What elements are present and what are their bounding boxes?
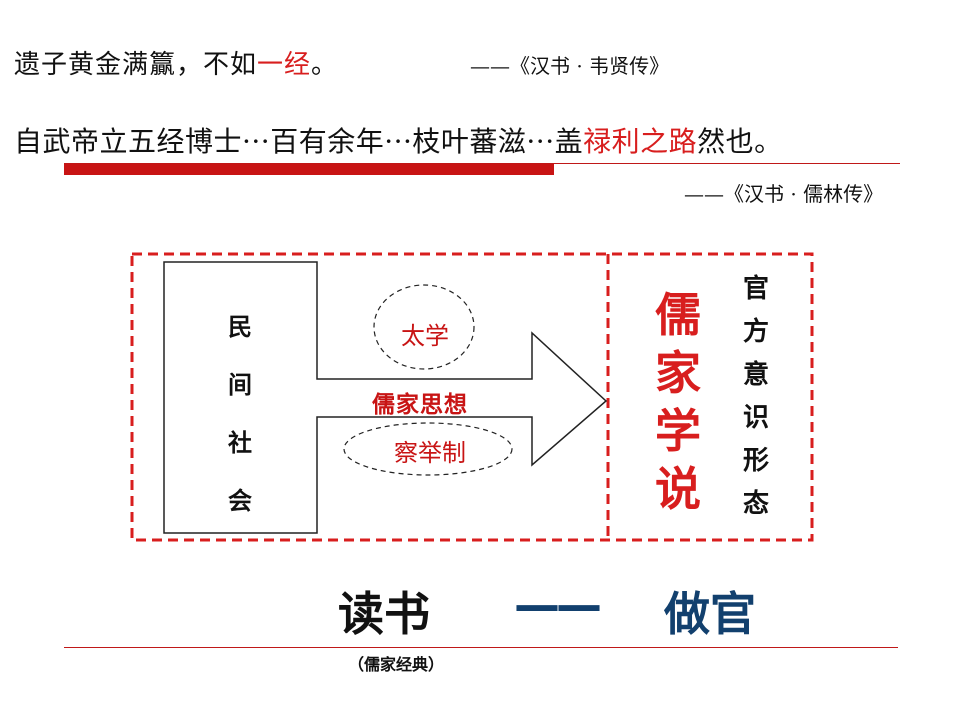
ideology-char: 形 [742, 446, 769, 476]
ideology-char: 识 [742, 403, 769, 433]
chaju-ellipse [343, 422, 513, 476]
chaju-label: 察举制 [394, 439, 466, 467]
quote-2-text: 自武帝立五经博士···百有余年···枝叶蕃滋···盖 [14, 125, 584, 158]
quote-1-source: ——《汉书 · 韦贤传》 [470, 54, 670, 78]
ideology-char: 态 [742, 489, 769, 519]
quote-2: 自武帝立五经博士···百有余年···枝叶蕃滋···盖禄利之路然也。 [14, 120, 783, 160]
taixue-ellipse [373, 284, 475, 370]
society-arrow-shape [163, 261, 608, 534]
quote-1-highlight: 一经 [257, 50, 312, 80]
confucianism-char: 家 [655, 346, 701, 400]
bottom-rule [64, 647, 898, 648]
quote-2-source: ——《汉书 · 儒林传》 [684, 182, 884, 206]
confucianism-char: 说 [655, 462, 701, 516]
confucianism-char: 学 [655, 404, 701, 458]
civil-society-label: 民 间 社 会 [218, 298, 262, 530]
quote-2-underline [64, 163, 900, 164]
confucianism-char: 儒 [655, 288, 701, 342]
ideology-char: 意 [742, 360, 769, 390]
quote-1-end: 。 [311, 50, 339, 80]
ideology-char: 方 [742, 317, 769, 347]
society-char: 民 [228, 313, 252, 341]
quote-1: 遗子黄金满籯，不如一经。 [14, 44, 338, 81]
quote-1-text: 遗子黄金满籯，不如 [14, 50, 258, 80]
red-bar-divider [64, 164, 554, 175]
study-label: 读书 [338, 587, 430, 641]
taixue-label: 太学 [401, 322, 449, 350]
society-char: 间 [228, 371, 252, 399]
become-official-label: 做官 [664, 587, 756, 641]
society-char: 社 [228, 429, 252, 457]
society-char: 会 [228, 487, 252, 515]
classics-note: （儒家经典） [348, 655, 445, 674]
quote-2-highlight: 禄利之路 [583, 125, 698, 158]
ideology-char: 官 [742, 274, 769, 304]
confucianism-label: 儒 家 学 说 [648, 286, 708, 518]
study-official-dash: —— [514, 578, 602, 632]
confucian-thought-label: 儒家思想 [372, 392, 468, 418]
dashed-frame [130, 252, 814, 542]
official-ideology-label: 官 方 意 识 形 态 [736, 268, 776, 526]
quote-2-end: 然也。 [697, 125, 783, 158]
